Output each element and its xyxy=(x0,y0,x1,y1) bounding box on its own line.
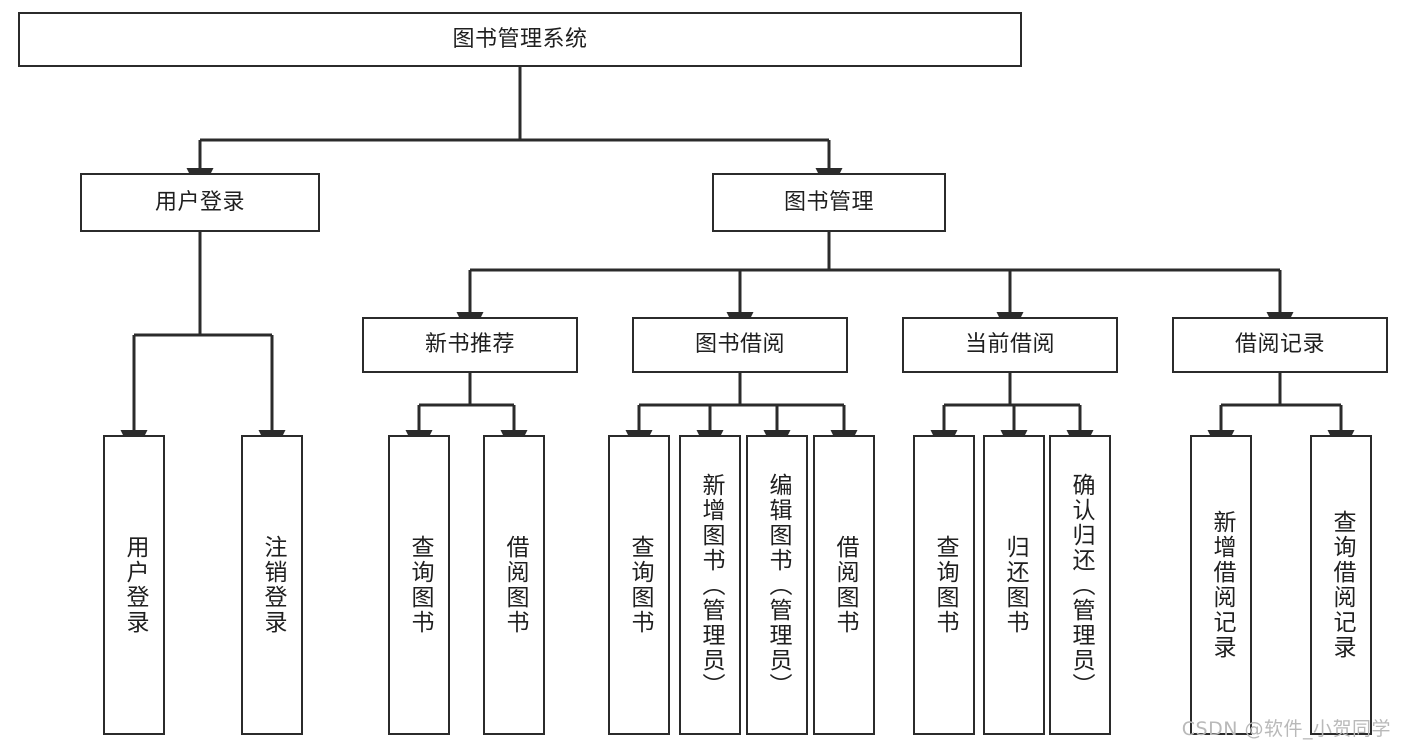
leaf-label: 编辑图书（管理员） xyxy=(764,472,791,698)
node-root-label: 图书管理系统 xyxy=(452,26,588,52)
leaf-label: 查询图书 xyxy=(406,535,433,635)
node-leaf-query-book-3[interactable]: 查询图书 xyxy=(913,435,975,735)
node-label: 新书推荐 xyxy=(424,332,515,358)
connector-edges xyxy=(120,67,1355,457)
node-new-book-recommend[interactable]: 新书推荐 xyxy=(362,317,578,373)
node-book-borrow[interactable]: 图书借阅 xyxy=(632,317,848,373)
node-user-login[interactable]: 用户登录 xyxy=(80,173,320,232)
csdn-watermark: CSDN @软件_小贺同学 xyxy=(1181,718,1391,740)
node-leaf-add-record[interactable]: 新增借阅记录 xyxy=(1190,435,1252,735)
node-label: 当前借阅 xyxy=(964,332,1055,358)
node-root[interactable]: 图书管理系统 xyxy=(18,12,1022,67)
leaf-label: 查询借阅记录 xyxy=(1328,510,1355,660)
node-leaf-user-login[interactable]: 用户登录 xyxy=(103,435,165,735)
node-label: 图书管理 xyxy=(783,189,874,215)
node-book-manage[interactable]: 图书管理 xyxy=(712,173,946,232)
node-label: 用户登录 xyxy=(154,189,245,215)
node-leaf-edit-book[interactable]: 编辑图书（管理员） xyxy=(746,435,808,735)
node-leaf-confirm-return[interactable]: 确认归还（管理员） xyxy=(1049,435,1111,735)
leaf-label: 用户登录 xyxy=(121,535,148,635)
node-label: 图书借阅 xyxy=(694,332,785,358)
node-leaf-borrow-book-1[interactable]: 借阅图书 xyxy=(483,435,545,735)
node-leaf-query-book-2[interactable]: 查询图书 xyxy=(608,435,670,735)
node-leaf-query-record[interactable]: 查询借阅记录 xyxy=(1310,435,1372,735)
node-label: 借阅记录 xyxy=(1234,332,1325,358)
node-leaf-logout[interactable]: 注销登录 xyxy=(241,435,303,735)
leaf-label: 注销登录 xyxy=(259,535,286,635)
node-borrow-record[interactable]: 借阅记录 xyxy=(1172,317,1388,373)
leaf-label: 新增图书（管理员） xyxy=(697,472,724,698)
leaf-label: 查询图书 xyxy=(931,535,958,635)
node-leaf-add-book[interactable]: 新增图书（管理员） xyxy=(679,435,741,735)
leaf-label: 借阅图书 xyxy=(501,535,528,635)
leaf-label: 确认归还（管理员） xyxy=(1067,472,1094,698)
leaf-label: 归还图书 xyxy=(1001,535,1028,635)
node-leaf-query-book-1[interactable]: 查询图书 xyxy=(388,435,450,735)
leaf-label: 新增借阅记录 xyxy=(1208,510,1235,660)
node-leaf-return-book[interactable]: 归还图书 xyxy=(983,435,1045,735)
node-leaf-borrow-book-2[interactable]: 借阅图书 xyxy=(813,435,875,735)
leaf-label: 借阅图书 xyxy=(831,535,858,635)
node-current-borrow[interactable]: 当前借阅 xyxy=(902,317,1118,373)
leaf-label: 查询图书 xyxy=(626,535,653,635)
